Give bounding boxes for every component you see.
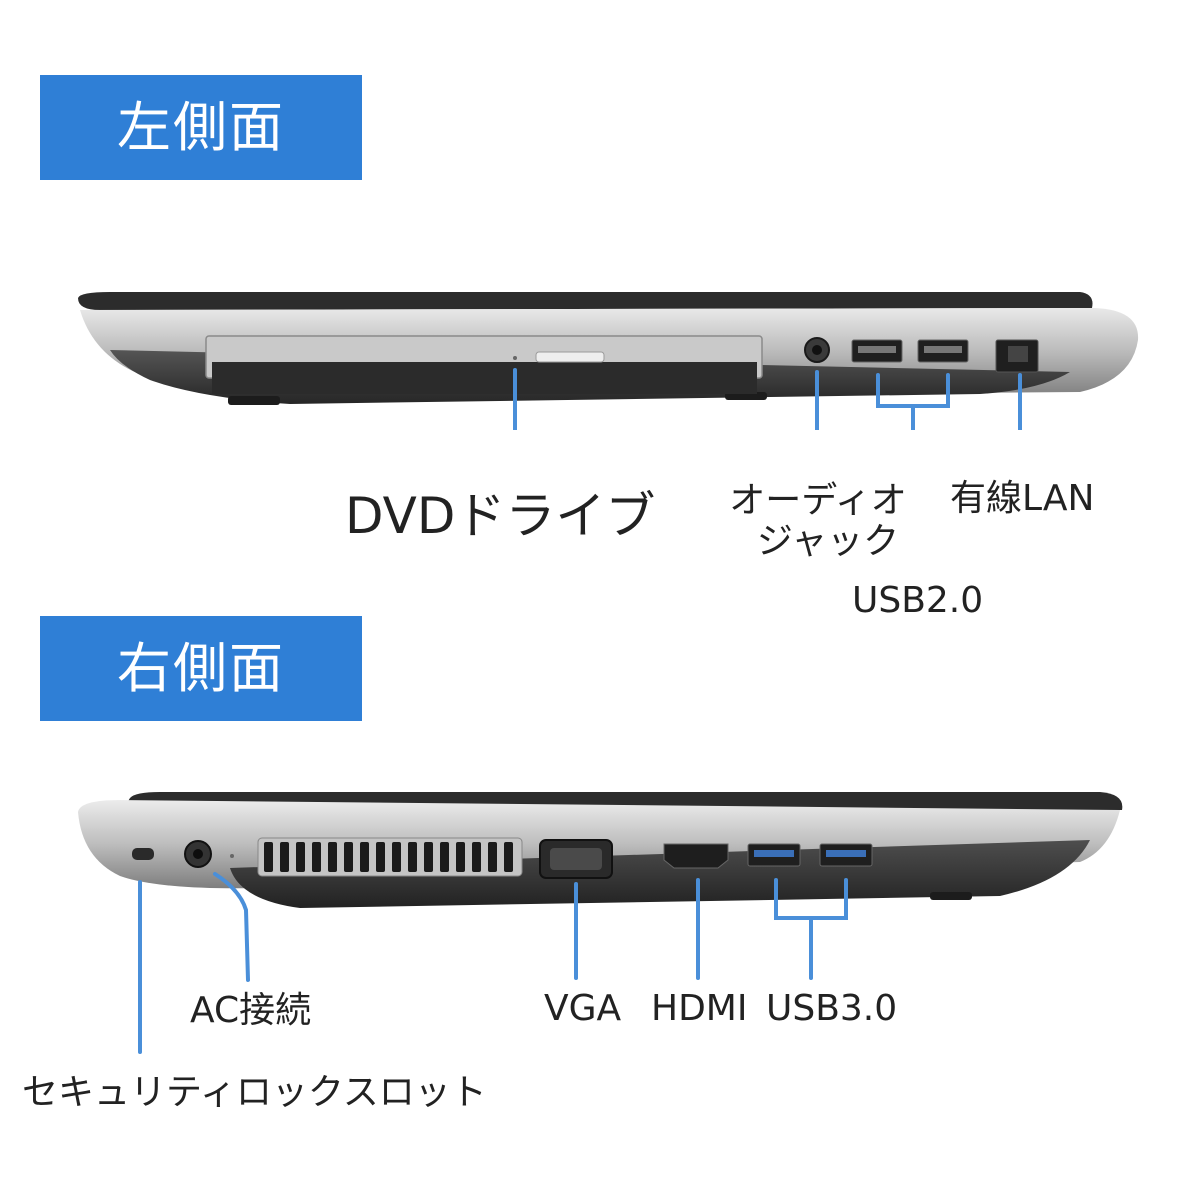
label-audio-jack-line2: ジャック [756,521,900,563]
label-usb2: USB2.0 [852,580,984,621]
left-side-header: 左側面 [40,75,362,180]
label-lan: 有線LAN [950,478,1095,519]
security-lock-slot [132,848,154,860]
laptop-left-side-image [78,292,1139,430]
label-ac-connect: AC接続 [190,990,312,1031]
label-dvd-drive: DVDドライブ [345,487,656,545]
label-audio-jack: オーディオ ジャック [718,480,918,563]
label-hdmi: HDMI [651,988,748,1029]
label-audio-jack-line1: オーディオ [729,480,907,521]
label-security-lock-slot: セキュリティロックスロット [22,1072,487,1113]
label-vga: VGA [544,988,622,1029]
label-usb3: USB3.0 [766,988,898,1029]
right-side-header: 右側面 [40,616,362,721]
laptop-right-side-image [78,792,1123,1054]
hdmi-port [663,843,729,869]
